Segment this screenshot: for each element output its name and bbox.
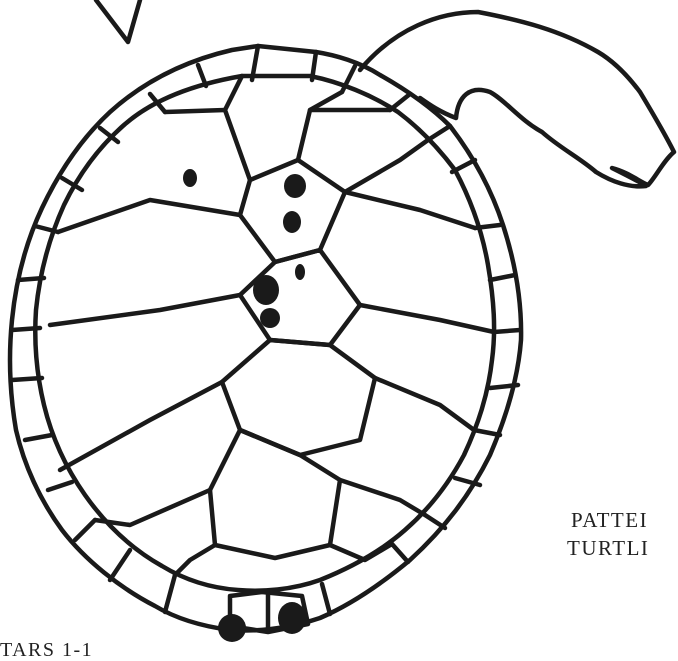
head-fragment [96,0,140,42]
vertebral-scute-3 [222,340,375,455]
caption-specimen-id: TARS 1-1 [0,640,93,660]
shell-markings [183,169,306,642]
caption-pattern: PATTEI [571,510,648,531]
shell-outer-edge [10,46,521,631]
caption-turtle: TURTLI [567,538,649,559]
